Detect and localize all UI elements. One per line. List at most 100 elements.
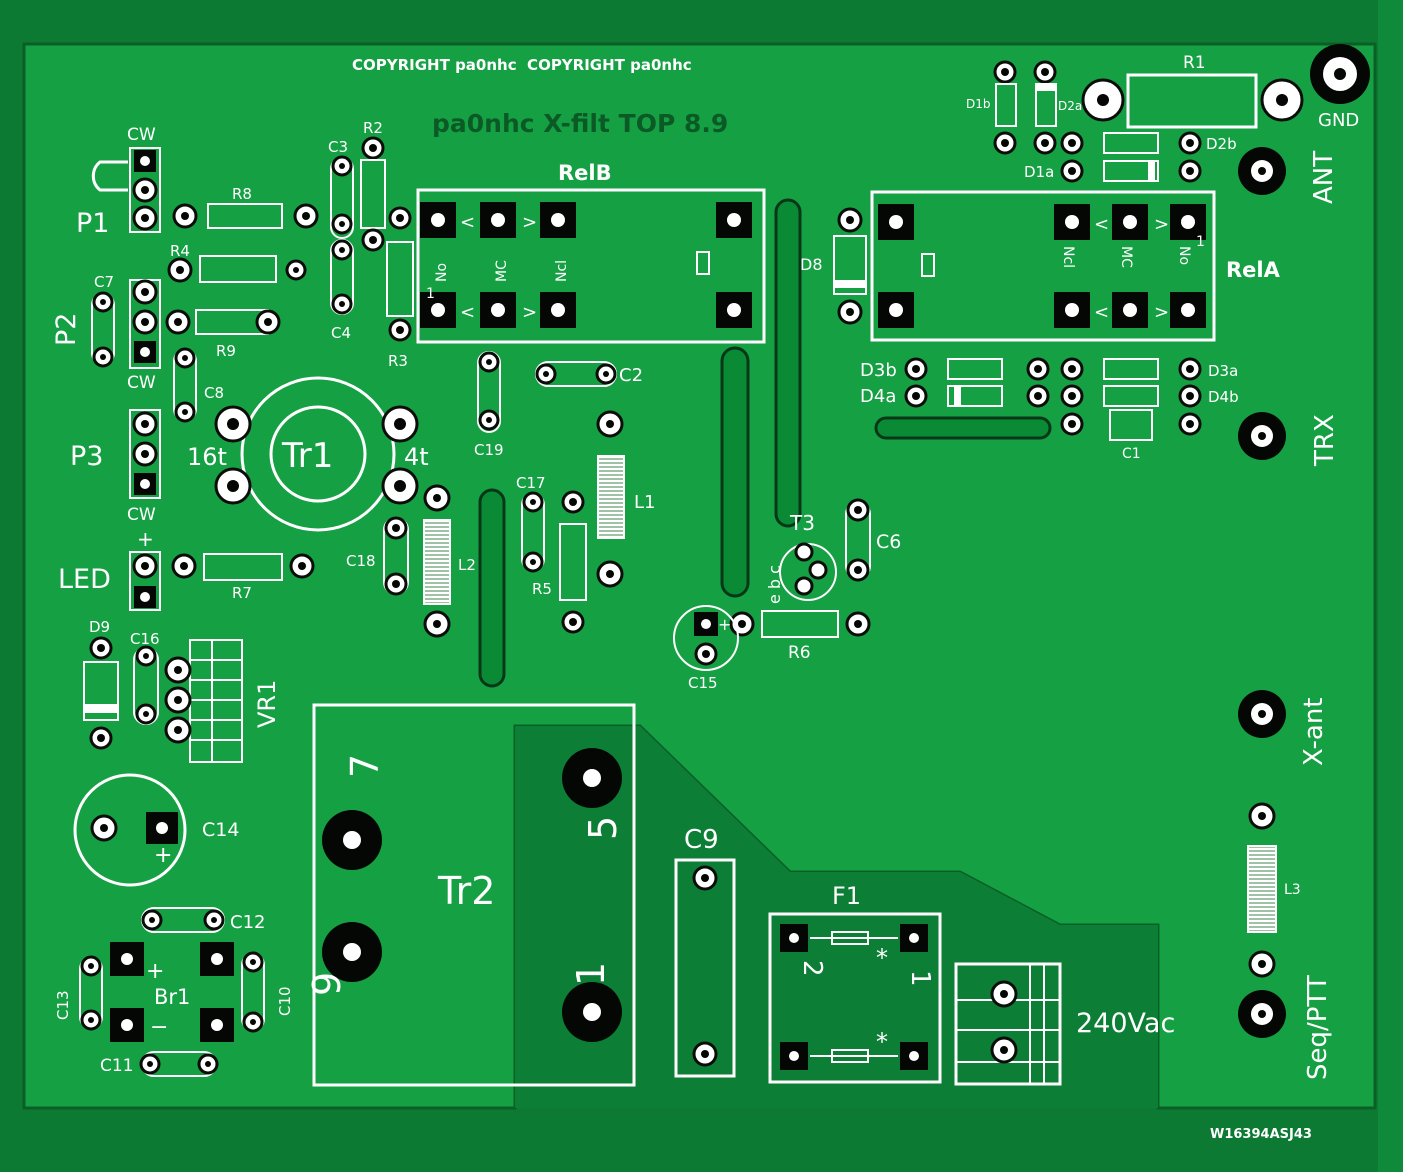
br1-bridge: [110, 942, 234, 1042]
tr1-toroid-outer: [240, 376, 396, 532]
r1-outline: [1126, 73, 1258, 129]
c16-label: C16: [130, 630, 160, 648]
relb-nc-label: Ncl: [554, 260, 570, 282]
d3b-label: D3b: [860, 360, 897, 381]
tr1-16t-label: 16t: [187, 443, 227, 471]
serial-number: W16394ASJ43: [1210, 1127, 1312, 1142]
led-plus-label: +: [137, 527, 154, 551]
cw-top-label: CW: [127, 125, 156, 145]
p1-label: P1: [76, 208, 109, 239]
r8-label: R8: [232, 185, 252, 203]
c13-label: C13: [54, 990, 72, 1020]
l3-label: L3: [1284, 882, 1301, 898]
c7-label: C7: [94, 273, 114, 291]
relb-label: RelB: [558, 161, 612, 185]
f1-outline: [768, 912, 942, 1084]
svg-text:1: 1: [1196, 234, 1205, 250]
cw-bottom-label: CW: [127, 505, 156, 525]
board-title: pa0nhc X-filt TOP 8.9: [432, 109, 728, 138]
svg-text:>: >: [522, 302, 537, 323]
c14-plus: +: [154, 843, 172, 868]
rela-outline: [870, 190, 1216, 342]
c15-label: C15: [688, 674, 718, 692]
c9-capacitor: [674, 858, 736, 1078]
vr1-label: VR1: [253, 680, 281, 728]
l2-label: L2: [458, 556, 476, 574]
c3-label: C3: [328, 138, 348, 156]
l2-inductor: [423, 519, 451, 605]
t3-pins-label: e b c: [765, 565, 784, 604]
f1-right-pin: 1: [905, 970, 935, 987]
trx-label: TRX: [1310, 414, 1340, 467]
c4-label: C4: [331, 324, 351, 342]
ant-label: ANT: [1309, 151, 1339, 204]
d2a-label: D2a: [1058, 99, 1082, 113]
c10-label: C10: [276, 986, 294, 1016]
d1b-label: D1b: [966, 97, 991, 111]
slot-vertical-right: [774, 198, 802, 528]
c19-label: C19: [474, 441, 504, 459]
r2-label: R2: [363, 119, 383, 137]
svg-text:<: <: [1094, 302, 1109, 323]
slot-horizontal: [874, 416, 1052, 440]
d1a-diode: [1103, 160, 1159, 182]
l1-label: L1: [634, 492, 655, 513]
c14-capacitor: [73, 773, 187, 887]
board-edge: [1378, 0, 1403, 1172]
c11-label: C11: [100, 1056, 134, 1076]
d9-diode: [83, 661, 119, 721]
tr2-pin1-label: 1: [569, 962, 613, 986]
relb-outline: [416, 188, 766, 344]
tr2-pin5-label: 5: [581, 816, 625, 840]
gnd-label: GND: [1318, 110, 1359, 131]
d4b-label: D4b: [1208, 388, 1239, 406]
c12-label: C12: [230, 912, 265, 933]
seq-ptt-label: Seq/PTT: [1303, 975, 1333, 1080]
r4-label: R4: [170, 242, 190, 260]
x-ant-label: X-ant: [1299, 697, 1329, 766]
rela-mc-label: MC: [1118, 246, 1134, 268]
c15-capacitor: [673, 605, 739, 671]
c1-label: C1: [1122, 446, 1141, 462]
slot-vertical-left: [478, 488, 506, 688]
f1-star-top: *: [876, 944, 888, 972]
r7-resistor: [203, 553, 283, 581]
tr2-outline: [312, 703, 636, 1087]
f1-left-pin: 2: [797, 960, 827, 977]
c1-capacitor: [1109, 409, 1153, 441]
d1b-diode: [995, 83, 1017, 127]
d3b-diode: [947, 358, 1003, 380]
c18-label: C18: [346, 552, 376, 570]
r5-resistor: [559, 523, 587, 601]
p1-jumper-loop: [91, 160, 128, 192]
tr2-pin7-label: 7: [343, 754, 387, 778]
svg-text:1: 1: [426, 286, 435, 302]
d9-label: D9: [89, 618, 110, 636]
svg-text:<: <: [1094, 214, 1109, 235]
r3-resistor: [386, 241, 414, 317]
r1-label: R1: [1183, 53, 1206, 73]
tr2-pin9-label: 9: [305, 972, 349, 996]
t3-label: T3: [789, 511, 815, 535]
d2b-label: D2b: [1206, 135, 1237, 153]
d1a-label: D1a: [1024, 163, 1054, 181]
relb-mc-label: MC: [494, 260, 510, 282]
f1-star-bottom: *: [876, 1028, 888, 1056]
svg-text:<: <: [460, 302, 475, 323]
r6-resistor: [761, 610, 839, 638]
svg-text:<: <: [460, 212, 475, 233]
rela-label: RelA: [1226, 258, 1281, 282]
d3a-label: D3a: [1208, 362, 1238, 380]
br1-plus: +: [146, 959, 164, 984]
r7-label: R7: [232, 584, 252, 602]
relb-pads: [420, 202, 752, 328]
p2-label: P2: [51, 313, 82, 346]
mains-label: 240Vac: [1076, 1008, 1175, 1039]
tr1-toroid-inner: [269, 405, 367, 503]
svg-text:>: >: [1154, 214, 1169, 235]
r3-label: R3: [388, 352, 408, 370]
rela-no-label: No: [1176, 246, 1192, 265]
r9-label: R9: [216, 342, 236, 360]
br1-minus: −: [150, 1015, 168, 1040]
